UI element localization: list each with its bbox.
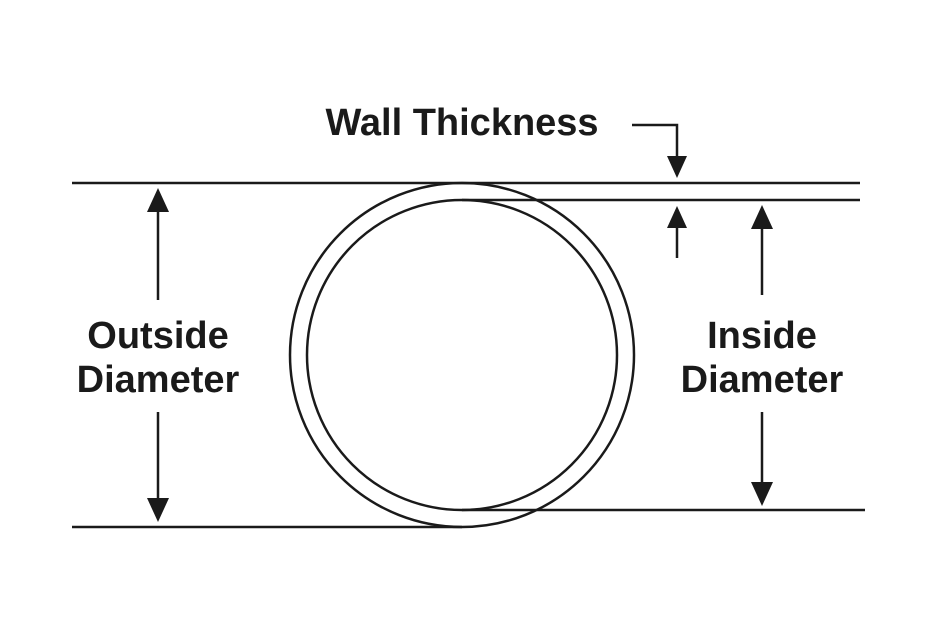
inside-diameter-up-arrow-icon — [751, 205, 773, 229]
inside-diameter-label-line1: Inside — [707, 315, 817, 357]
pipe-inner-circle — [305, 198, 619, 512]
wall-thickness-down-arrow-icon — [667, 156, 687, 178]
inside-diameter-down-arrow-icon — [751, 482, 773, 506]
wall-thickness-up-arrow-icon — [667, 206, 687, 228]
outside-diameter-down-arrow-icon — [147, 498, 169, 522]
inside-diameter-label-line2: Diameter — [681, 359, 844, 401]
wall-thickness-leader — [632, 123, 679, 158]
wall-thickness-label: Wall Thickness — [325, 102, 598, 144]
outside-diameter-label-line1: Outside — [87, 315, 228, 357]
outside-diameter-label-line2: Diameter — [77, 359, 240, 401]
pipe-outer-circle — [288, 181, 636, 529]
outside-diameter-up-arrow-icon — [147, 188, 169, 212]
